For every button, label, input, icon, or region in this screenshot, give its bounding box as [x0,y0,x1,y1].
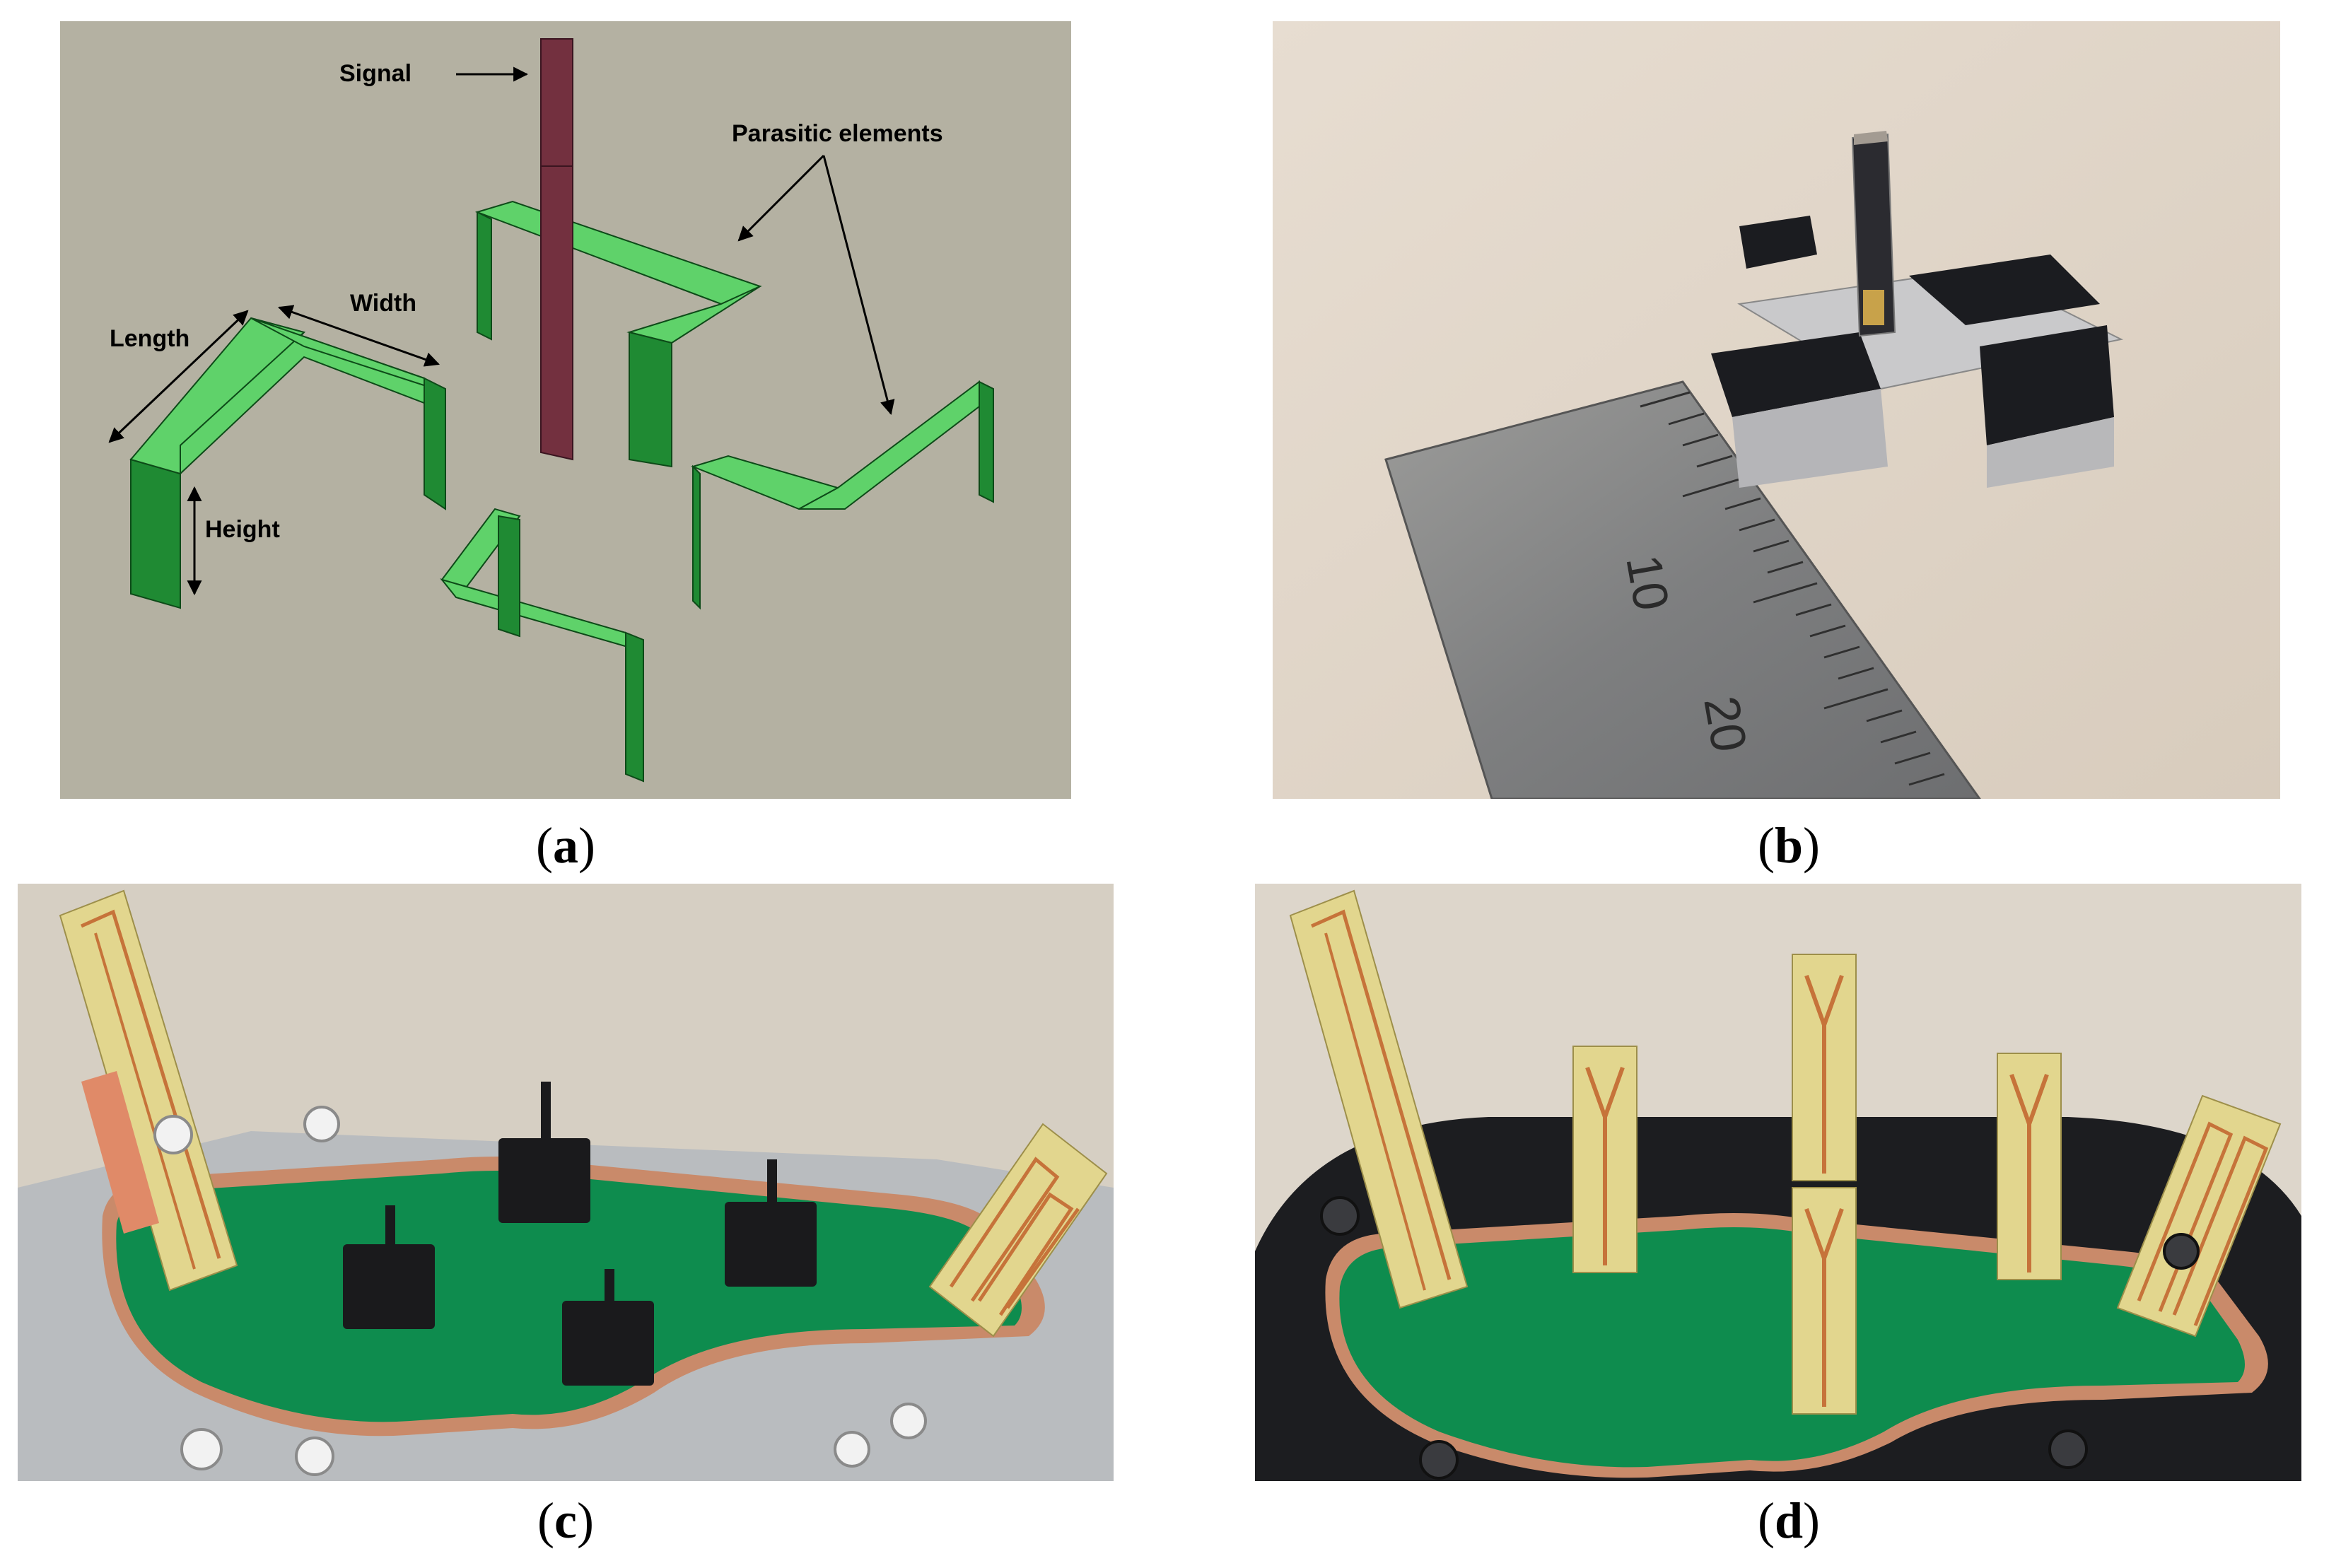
monopole-boards [1572,954,2062,1415]
caption-d: (d) [1757,1492,1820,1549]
slanted-pcb-antenna [2116,1094,2282,1338]
tall-pcb-antenna [59,889,238,1292]
label-length: Length [110,325,189,352]
length-arrow [108,310,249,443]
monopole-board-4 [1997,1053,2062,1280]
parasitic-arrow-1 [737,154,825,242]
panel-c-pcb-photo [18,884,1114,1481]
pcb-photo-c [18,884,1114,1481]
housing-screws [1320,1196,2200,1480]
tall-pcb-antenna [1289,889,1469,1309]
housing-screws [153,1106,927,1476]
panel-b-prototype-photo: 10 20 [1273,21,2280,799]
monopole-board-2 [1792,954,1857,1181]
panel-d-pcb-photo [1255,884,2301,1481]
antenna-prototypes-black [343,1082,817,1386]
label-width: Width [350,290,416,317]
monopole-board-3 [1792,1187,1857,1415]
monopole-board-1 [1572,1046,1637,1273]
parasitic-element-right [690,380,994,610]
signal-element [540,38,573,461]
prototype-photo: 10 20 [1273,21,2280,799]
parasitic-element-bottom [440,508,644,783]
caption-c: (c) [537,1492,594,1549]
panel-a-antenna-model: Signal Parasitic elements Length Width H… [60,21,1071,799]
antenna-model-drawing: Signal Parasitic elements Length Width H… [60,21,1071,799]
antenna-prototype [1711,131,2124,488]
label-parasitic-elements: Parasitic elements [732,120,943,147]
width-arrow [278,305,440,367]
ruler-number-20: 20 [1693,692,1757,756]
ruler-number-10: 10 [1616,551,1679,614]
slanted-pcb-antenna [928,1123,1108,1338]
steel-ruler: 10 20 [1384,380,1981,799]
label-signal: Signal [339,60,411,87]
caption-a: (a) [536,817,595,874]
caption-b: (b) [1757,817,1820,874]
parasitic-arrow-2 [822,155,895,416]
pcb-photo-d [1255,884,2301,1481]
label-height: Height [205,516,280,543]
